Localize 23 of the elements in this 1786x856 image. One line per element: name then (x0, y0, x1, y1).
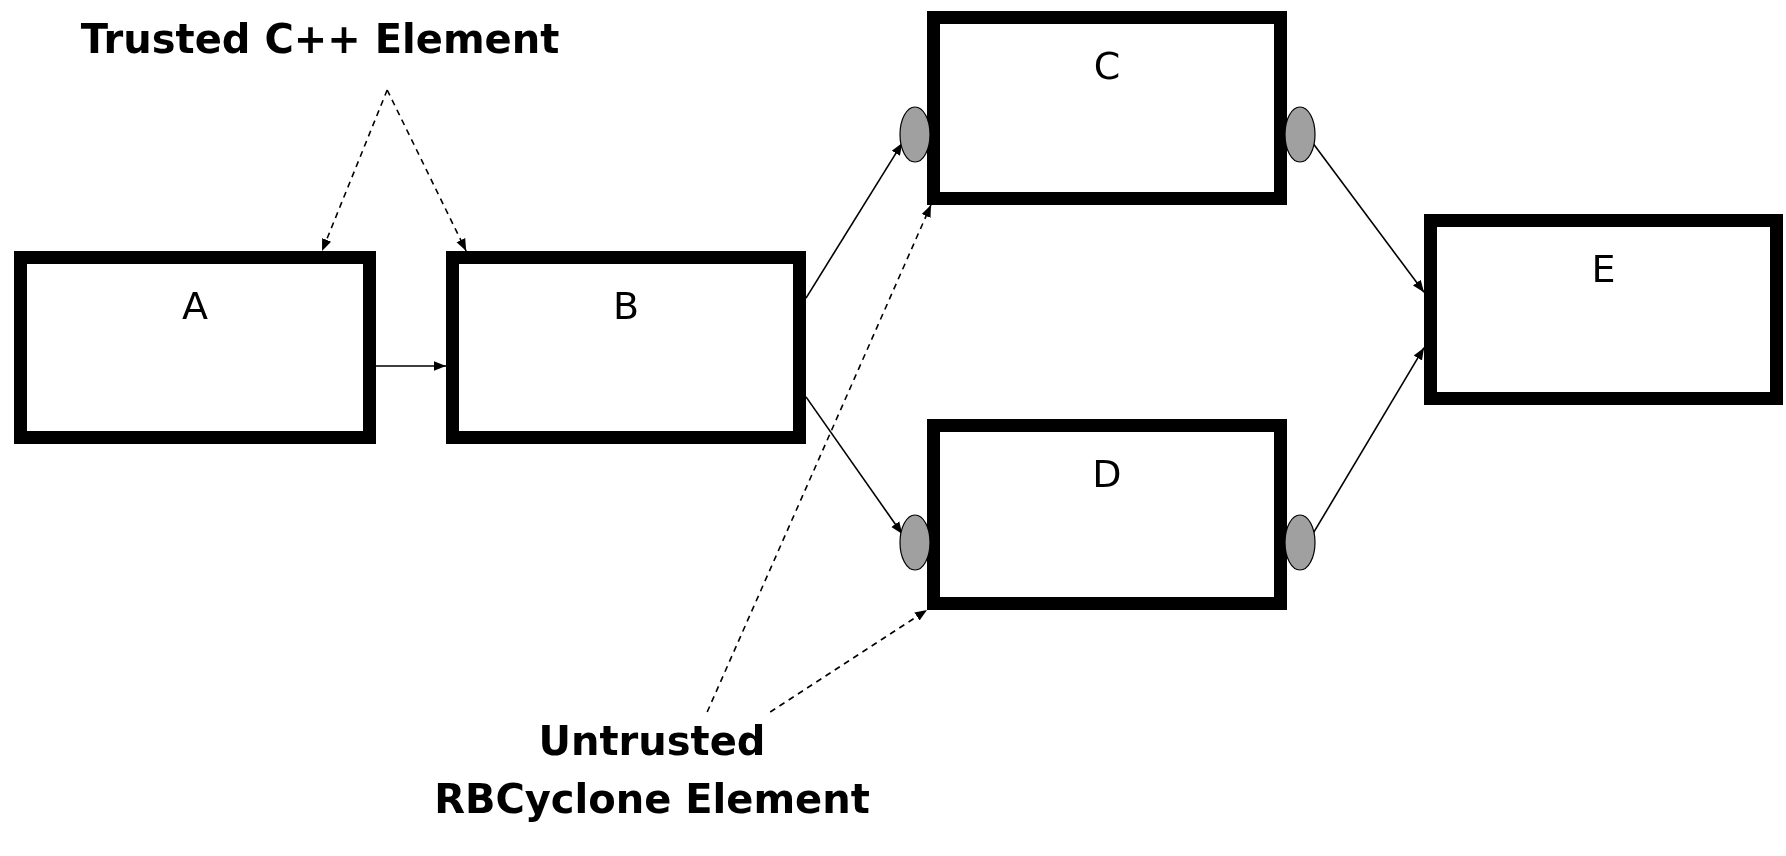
arrow (805, 396, 903, 535)
dashed-arrow (706, 204, 932, 713)
element-box (14, 251, 376, 444)
box-label: A (181, 284, 209, 328)
port-ellipse (1284, 514, 1316, 571)
element-label: Trusted C++ Element (79, 15, 561, 64)
port-ellipse (899, 514, 931, 571)
box-label: C (1092, 44, 1122, 88)
element-box (1424, 214, 1783, 405)
arrow (805, 142, 903, 299)
port-ellipse (899, 106, 931, 163)
element-box (927, 419, 1287, 610)
port-ellipse (1284, 106, 1316, 163)
dashed-arrow (321, 89, 388, 252)
element-label: Untrusted RBCyclone Element (433, 717, 871, 824)
element-box (446, 251, 806, 444)
element-box (927, 11, 1287, 205)
box-label: D (1091, 452, 1123, 496)
dashed-arrow (386, 89, 467, 252)
box-label: E (1590, 247, 1617, 291)
box-label: B (611, 284, 641, 328)
arrow (375, 361, 447, 371)
dashed-arrow (769, 609, 928, 713)
